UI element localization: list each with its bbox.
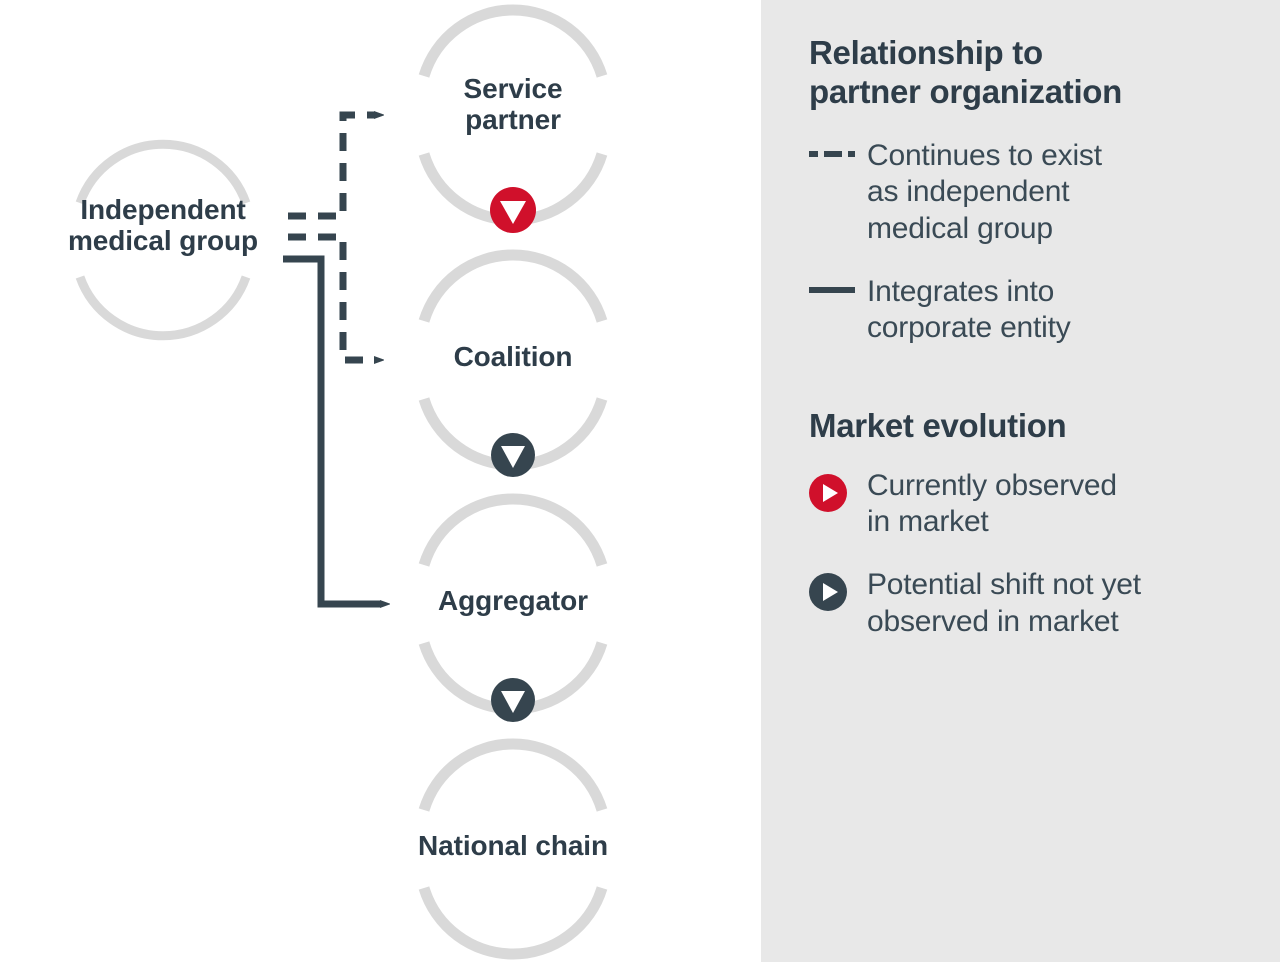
solid-line-icon (809, 274, 867, 293)
legend-item-integrates-into: Integrates into corporate entity (809, 274, 1236, 347)
legend-item-label: Potential shift not yet observed in mark… (867, 567, 1141, 638)
transition-marker-aggregator-to-national-chain (491, 678, 535, 722)
chain-node-rings (418, 4, 608, 960)
connector-to-coalition (288, 233, 375, 360)
connector-to-aggregator (283, 255, 381, 604)
legend-item-currently-observed: Currently observed in market (809, 468, 1236, 541)
dark-play-icon (809, 567, 867, 611)
legend-item-label: Integrates into corporate entity (867, 274, 1071, 345)
transition-marker-service-partner-to-coalition (490, 187, 536, 233)
legend-item-potential-shift: Potential shift not yet observed in mark… (809, 567, 1236, 640)
dashed-line-icon (809, 138, 867, 157)
transition-marker-coalition-to-aggregator (491, 433, 535, 477)
legend-panel: Relationship to partner organization Con… (761, 0, 1280, 962)
legend-item-label: Continues to exist as independent medica… (867, 138, 1102, 246)
diagram-canvas: Independent medical group Service partne… (67, 4, 609, 960)
legend-heading-relationship: Relationship to partner organization (809, 34, 1123, 110)
legend-item-continues-to-exist: Continues to exist as independent medica… (809, 138, 1236, 248)
source-node-ring (75, 139, 251, 341)
legend-item-label: Currently observed in market (867, 468, 1117, 539)
legend-heading-market-evolution: Market evolution (809, 406, 1067, 444)
connector-to-service-partner (288, 115, 375, 220)
diagram-svg (75, 4, 608, 960)
red-play-icon (809, 468, 867, 512)
